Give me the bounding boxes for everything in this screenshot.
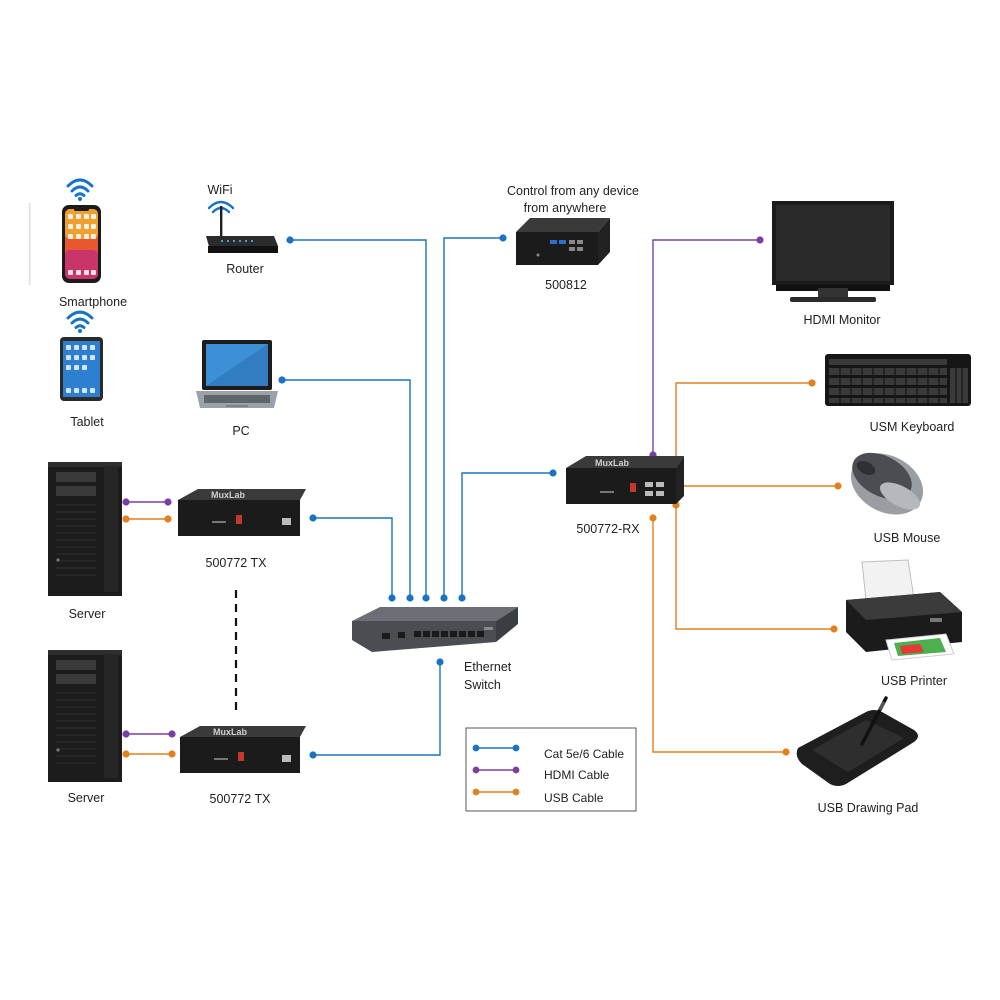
router-device: WiFi Router: [206, 183, 278, 276]
tx-bottom-device: MuxLab 500772 TX: [180, 726, 306, 806]
cable-usb-drawingpad: [652, 518, 786, 753]
drawing-pad-device: USB Drawing Pad: [796, 696, 919, 815]
server-tower-icon: [48, 462, 122, 596]
switch-label-line1: Ethernet: [464, 660, 512, 674]
tablet-device: Tablet: [60, 310, 104, 429]
control-caption-line1: Control from any device: [507, 184, 639, 198]
router-icon: [206, 200, 278, 253]
server-bottom-device: Server: [48, 650, 122, 805]
rx-brand: MuxLab: [595, 458, 630, 468]
cable-pc-switch: [282, 379, 411, 598]
cable-txtop-switch: [313, 517, 393, 598]
cable-rx-switch: [461, 472, 553, 598]
hdmi-monitor-device: HDMI Monitor: [772, 201, 894, 327]
mini-pc-icon: [516, 218, 610, 265]
tablet-label: Tablet: [70, 415, 104, 429]
tx-top-device: MuxLab 500772 TX: [178, 489, 306, 570]
router-wifi-label: WiFi: [208, 183, 233, 197]
cable-usb-keyboard: [675, 382, 812, 463]
server-top-label: Server: [69, 607, 106, 621]
ethernet-switch-device: Ethernet Switch: [352, 607, 518, 692]
drawing-pad-label: USB Drawing Pad: [818, 801, 919, 815]
tx-bottom-label: 500772 TX: [210, 792, 272, 806]
mouse-icon: [850, 452, 924, 515]
legend-label-usb: USB Cable: [544, 791, 604, 805]
monitor-icon: [772, 201, 894, 302]
keyboard-icon: [825, 354, 971, 406]
hdmi-monitor-label: HDMI Monitor: [803, 313, 880, 327]
printer-device: USB Printer: [846, 559, 962, 688]
control-caption-line2: from anywhere: [524, 201, 607, 215]
smartphone-icon: [62, 205, 101, 283]
legend-item-cat: Cat 5e/6 Cable: [472, 744, 624, 761]
cable-usb-printer: [675, 505, 834, 630]
legend-label-cat: Cat 5e/6 Cable: [544, 747, 624, 761]
laptop-icon: [196, 340, 278, 408]
legend: Cat 5e/6 Cable HDMI Cable USB Cable: [465, 727, 637, 812]
server-top-device: Server: [48, 462, 122, 621]
pc-device: PC: [196, 340, 278, 438]
server-bottom-label: Server: [68, 791, 105, 805]
wifi-icon: [66, 178, 94, 201]
legend-label-hdmi: HDMI Cable: [544, 768, 610, 782]
rx-label: 500772-RX: [576, 522, 640, 536]
cat-endpoints: [278, 234, 557, 759]
router-label: Router: [226, 262, 264, 276]
cable-controlbox-switch: [443, 237, 503, 598]
hdmi-cables: [122, 236, 764, 738]
extender-tx-icon: MuxLab: [180, 726, 306, 773]
tx-top-brand: MuxLab: [211, 490, 246, 500]
mouse-label: USB Mouse: [874, 531, 941, 545]
legend-item-usb: USB Cable: [472, 788, 604, 805]
mouse-device: USB Mouse: [850, 452, 941, 545]
extender-rx-icon: MuxLab: [566, 456, 684, 504]
tx-bottom-brand: MuxLab: [213, 727, 248, 737]
cable-hdmi-rx-monitor: [652, 239, 760, 455]
printer-label: USB Printer: [881, 674, 947, 688]
keyboard-label: USM Keyboard: [870, 420, 955, 434]
cable-router-switch: [290, 239, 427, 598]
smartphone-device: Smartphone: [29, 178, 127, 309]
printer-icon: [846, 559, 962, 661]
smartphone-label: Smartphone: [59, 295, 127, 309]
tx-top-label: 500772 TX: [206, 556, 268, 570]
keyboard-device: USM Keyboard: [825, 354, 971, 434]
rx-device: MuxLab 500772-RX: [566, 456, 684, 536]
legend-item-hdmi: HDMI Cable: [472, 766, 610, 782]
extender-tx-icon: MuxLab: [178, 489, 306, 536]
hdmi-endpoints: [122, 236, 764, 738]
network-switch-icon: [352, 607, 518, 652]
control-box-device: Control from any device from anywhere 50…: [507, 184, 639, 292]
tablet-icon: [60, 337, 103, 401]
wifi-icon: [66, 310, 94, 333]
server-tower-icon: [48, 650, 122, 782]
drawing-tablet-icon: [796, 696, 918, 786]
pc-label: PC: [232, 424, 249, 438]
switch-label-line2: Switch: [464, 678, 501, 692]
cat-cables: [278, 234, 557, 759]
control-box-label: 500812: [545, 278, 587, 292]
cable-txbottom-switch: [313, 662, 441, 756]
